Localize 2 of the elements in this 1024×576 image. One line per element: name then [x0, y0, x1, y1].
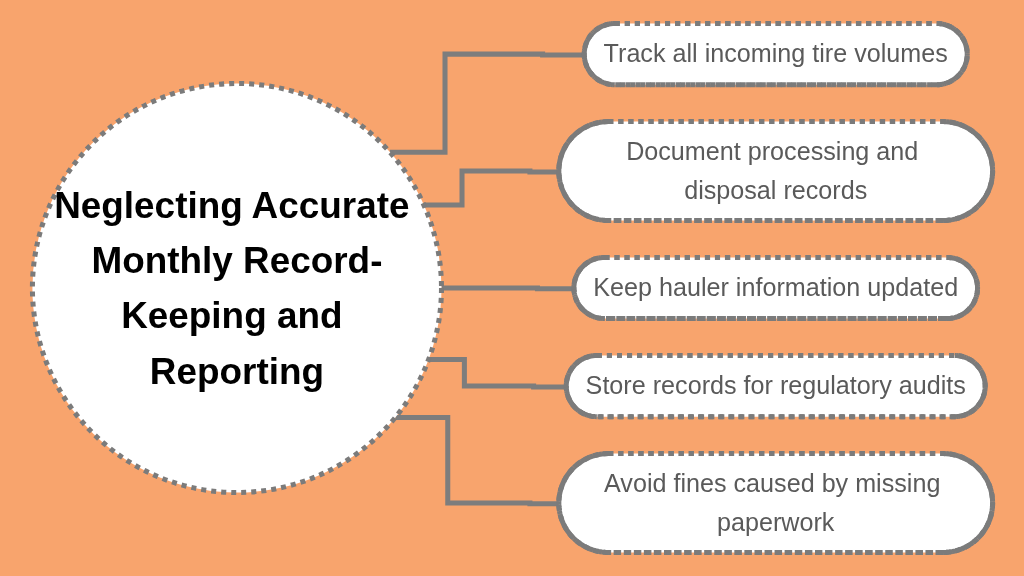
connector	[389, 51, 585, 155]
node-circle: Neglecting Accurate Monthly Record-Keeping and Reporting	[29, 80, 444, 496]
